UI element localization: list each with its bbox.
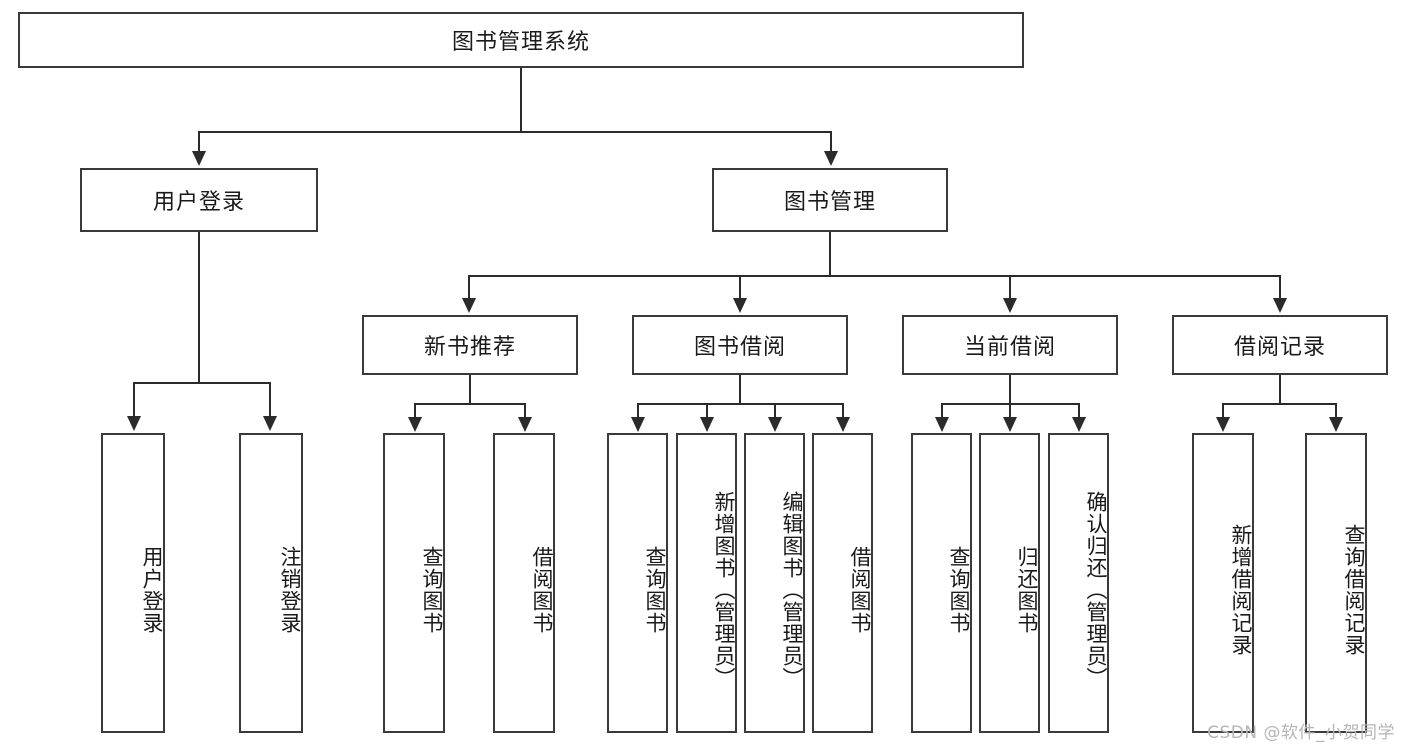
leaf-user-login-signout[interactable]: 注销登录 [239,433,303,733]
arrow-recommend-to-leaf1 [408,417,422,432]
arrow-borrow-to-leaf3 [768,417,782,432]
node-label: 查询图书 [643,546,667,634]
leaf-user-login-signin[interactable]: 用户登录 [101,433,165,733]
connector-current-to-leaf1 [941,403,943,419]
connector-recommend-to-leaf1 [414,403,416,419]
leaf-current-confirm-return[interactable]: 确认归还（管理员） [1048,433,1109,733]
leaf-borrow-query-book[interactable]: 查询图书 [607,433,668,733]
node-label: 当前借阅 [963,335,1056,360]
arrow-bookmgmt-to-record [1273,298,1287,313]
node-label: 编辑图书（管理员） [780,491,804,689]
leaf-recommend-borrow-book[interactable]: 借阅图书 [493,433,555,733]
connector-record-bus [1222,403,1337,405]
connector-borrow-to-leaf3 [774,403,776,419]
connector-bookmgmt-to-borrow [739,275,741,300]
connector-root-stem [520,68,522,131]
connector-bookmgmt-to-current [1009,275,1011,300]
connector-userlogin-to-leaf2 [269,382,271,418]
connector-recommend-to-leaf2 [524,403,526,419]
node-label: 图书管理 [783,190,876,215]
connector-recommend-stem [469,375,471,403]
arrow-record-to-leaf1 [1216,417,1230,432]
node-label: 查询图书 [420,546,444,634]
arrow-borrow-to-leaf1 [631,417,645,432]
leaf-borrow-add-book[interactable]: 新增图书（管理员） [676,433,737,733]
connector-borrow-bus [637,403,843,405]
connector-record-to-leaf1 [1222,403,1224,419]
arrow-root-to-bookmgmt [824,151,838,166]
connector-borrow-to-leaf2 [706,403,708,419]
connector-userlogin-to-leaf1 [133,382,135,418]
arrow-userlogin-to-leaf1 [127,416,141,431]
connector-record-stem [1279,375,1281,403]
connector-borrow-stem [739,375,741,403]
arrow-bookmgmt-to-recommend [462,298,476,313]
node-book-management[interactable]: 图书管理 [712,168,948,232]
arrow-root-to-userlogin [192,151,206,166]
leaf-borrow-edit-book[interactable]: 编辑图书（管理员） [744,433,805,733]
connector-root-to-bookmgmt [830,131,832,153]
connector-bookmgmt-to-record [1279,275,1281,300]
leaf-recommend-query-book[interactable]: 查询图书 [383,433,445,733]
node-book-borrow[interactable]: 图书借阅 [632,315,848,375]
connector-current-stem [1009,375,1011,403]
node-label: 用户登录 [140,546,164,634]
node-label: 图书管理系统 [451,30,590,55]
node-user-login[interactable]: 用户登录 [80,168,318,232]
node-label: 图书借阅 [693,335,786,360]
connector-recommend-bus [414,403,526,405]
connector-root-bus [198,131,832,133]
connector-root-to-userlogin [198,131,200,153]
connector-bookmgmt-to-recommend [468,275,470,300]
leaf-current-query-book[interactable]: 查询图书 [911,433,972,733]
connector-userlogin-stem [198,232,200,382]
arrow-record-to-leaf2 [1329,417,1343,432]
node-label: 新书推荐 [423,335,516,360]
node-new-book-recommend[interactable]: 新书推荐 [362,315,578,375]
node-label: 用户登录 [152,190,245,215]
arrow-userlogin-to-leaf2 [263,416,277,431]
node-label: 借阅图书 [848,546,872,634]
arrow-borrow-to-leaf2 [700,417,714,432]
node-label: 确认归还（管理员） [1084,491,1108,689]
connector-userlogin-bus [133,382,270,384]
arrow-recommend-to-leaf2 [518,417,532,432]
arrow-bookmgmt-to-borrow [733,298,747,313]
connector-borrow-to-leaf4 [842,403,844,419]
connector-current-to-leaf2 [1009,403,1011,419]
node-label: 借阅图书 [530,546,554,634]
node-root-system[interactable]: 图书管理系统 [18,12,1024,68]
leaf-record-query-record[interactable]: 查询借阅记录 [1305,433,1367,733]
node-current-borrow[interactable]: 当前借阅 [902,315,1118,375]
connector-bookmgmt-stem [829,232,831,275]
leaf-current-return-book[interactable]: 归还图书 [979,433,1040,733]
leaf-borrow-borrow-book[interactable]: 借阅图书 [812,433,873,733]
node-label: 借阅记录 [1233,335,1326,360]
node-label: 归还图书 [1015,546,1039,634]
node-label: 新增图书（管理员） [712,491,736,689]
connector-bookmgmt-bus [468,275,1280,277]
arrow-current-to-leaf2 [1003,417,1017,432]
node-label: 注销登录 [278,546,302,634]
arrow-bookmgmt-to-current [1003,298,1017,313]
node-borrow-record[interactable]: 借阅记录 [1172,315,1388,375]
leaf-record-add-record[interactable]: 新增借阅记录 [1192,433,1254,733]
connector-record-to-leaf2 [1335,403,1337,419]
node-label: 查询图书 [947,546,971,634]
arrow-borrow-to-leaf4 [836,417,850,432]
connector-current-to-leaf3 [1078,403,1080,419]
arrow-current-to-leaf1 [935,417,949,432]
node-label: 新增借阅记录 [1229,524,1253,656]
connector-borrow-to-leaf1 [637,403,639,419]
arrow-current-to-leaf3 [1072,417,1086,432]
node-label: 查询借阅记录 [1342,524,1366,656]
